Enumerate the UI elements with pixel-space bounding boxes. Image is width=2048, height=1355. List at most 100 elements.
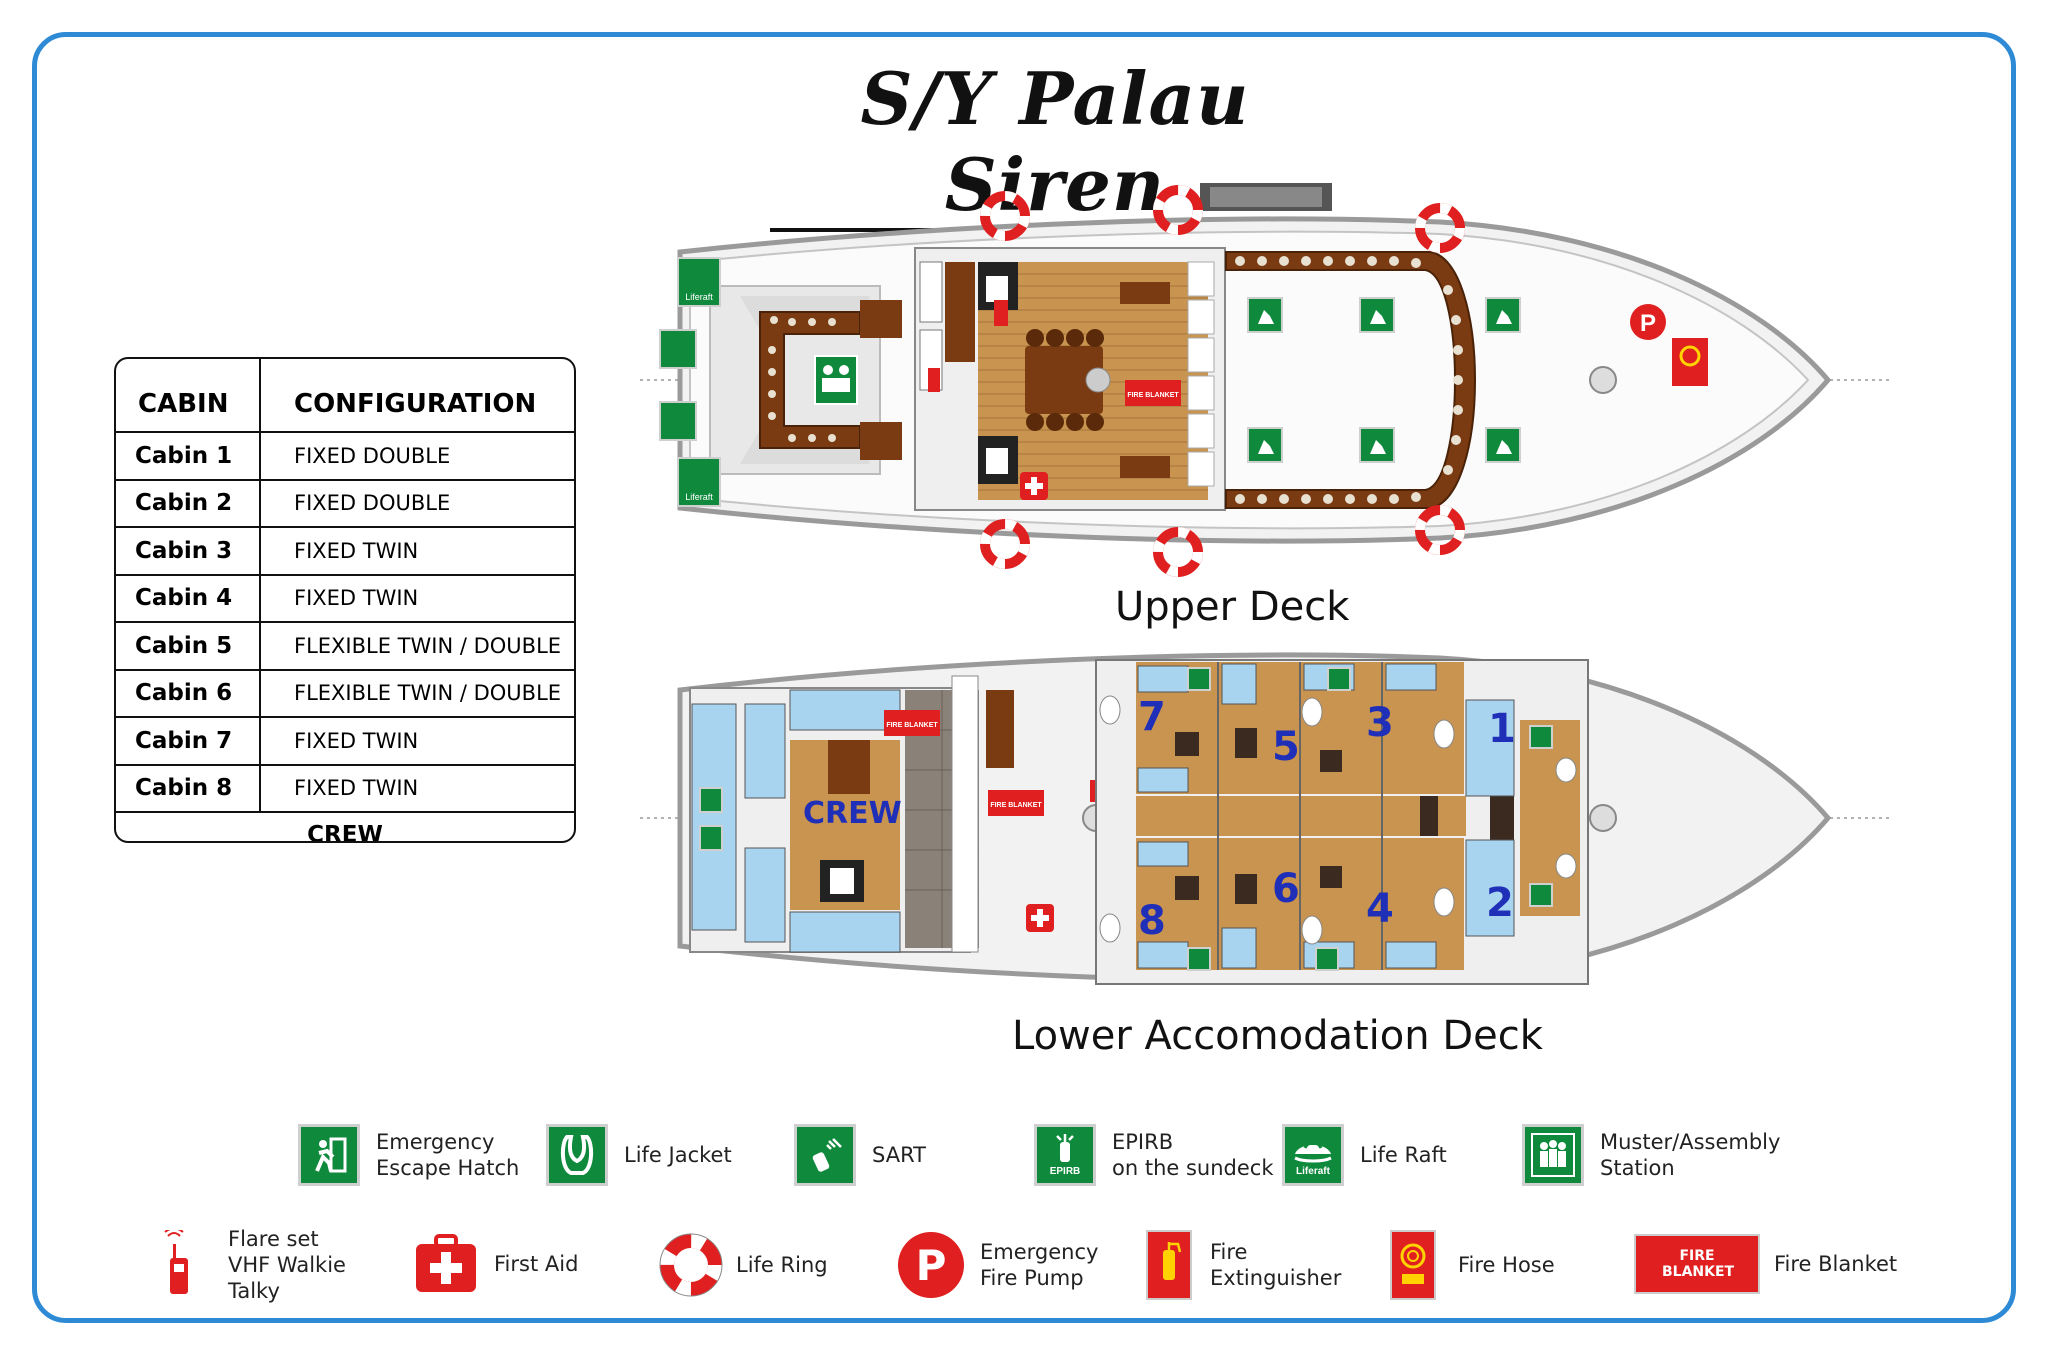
- cabin-name: Cabin 4: [116, 575, 261, 621]
- cabin-number-1: 1: [1488, 706, 1516, 752]
- table-row: Cabin 4 FIXED TWIN: [116, 575, 574, 623]
- cabin-name: Cabin 1: [116, 433, 261, 479]
- cabin-number-8: 8: [1138, 898, 1166, 944]
- fire-extinguisher-icon: [1146, 1230, 1192, 1300]
- legend-label: Life Raft: [1360, 1143, 1447, 1167]
- cabin-config: FIXED DOUBLE: [294, 443, 451, 468]
- life-jacket-signs-lower: [699, 667, 1553, 971]
- legend-flare-set: Flare set VHF Walkie Talky: [162, 1226, 346, 1304]
- legend-life-jacket: Life Jacket: [546, 1124, 732, 1186]
- page-frame: [32, 32, 2016, 1323]
- fire-hose-icon: [1390, 1230, 1436, 1300]
- cabin-name: Cabin 3: [116, 528, 261, 574]
- legend-first-aid: First Aid: [414, 1234, 578, 1294]
- cabin-name: Cabin 6: [116, 670, 261, 716]
- cabin-number-5: 5: [1272, 724, 1300, 770]
- legend-epirb: EPIRB EPIRB on the sundeck: [1034, 1124, 1274, 1186]
- cabin-config: FIXED TWIN: [294, 776, 419, 801]
- table-row: Cabin 7 FIXED TWIN: [116, 718, 574, 766]
- cabin-number-7: 7: [1138, 694, 1166, 740]
- legend-fire-blanket: FIRE BLANKET Fire Blanket: [1634, 1234, 1897, 1294]
- crew-area-label: CREW: [803, 796, 902, 831]
- fire-blanket-sign-lower-mid: [988, 790, 1044, 816]
- table-row: Cabin 5 FLEXIBLE TWIN / DOUBLE: [116, 623, 574, 671]
- sart-icon: [794, 1124, 856, 1186]
- svg-text:FIRE BLANKET: FIRE BLANKET: [886, 722, 938, 729]
- flare-set-radio-icon: [162, 1227, 206, 1300]
- header-cabin: CABIN: [116, 359, 261, 431]
- upper-deck-label: Upper Deck: [1115, 584, 1350, 630]
- liferaft-sign-upper-bottom: [677, 457, 721, 507]
- legend-label: First Aid: [494, 1252, 579, 1276]
- table-row: Cabin 1 FIXED DOUBLE: [116, 433, 574, 481]
- svg-text:Liferaft: Liferaft: [685, 292, 713, 302]
- life-rings-upper: [980, 185, 1465, 577]
- cabin-config: FIXED DOUBLE: [294, 491, 451, 516]
- liferaft-sign-upper-top: [677, 257, 721, 307]
- cabin-config: FIXED TWIN: [294, 538, 419, 563]
- legend-label: Fire Extinguisher: [1210, 1240, 1342, 1290]
- table-row: Cabin 3 FIXED TWIN: [116, 528, 574, 576]
- legend-muster-station: Muster/Assembly Station: [1522, 1124, 1780, 1186]
- legend-life-raft: Liferaft Life Raft: [1282, 1124, 1447, 1186]
- cabin-number-3: 3: [1366, 700, 1394, 746]
- cabin-config: FLEXIBLE TWIN / DOUBLE: [294, 633, 562, 658]
- epirb-sign-text: EPIRB: [1049, 1166, 1081, 1177]
- legend-label: Emergency Fire Pump: [980, 1240, 1099, 1290]
- legend-label: Emergency Escape Hatch: [376, 1130, 520, 1180]
- cabin-number-4: 4: [1366, 886, 1394, 932]
- legend-emergency-fire-pump: P Emergency Fire Pump: [898, 1232, 1098, 1298]
- cabin-configuration-table: CABIN CONFIGURATION Cabin 1 FIXED DOUBLE…: [114, 357, 576, 843]
- legend-label: Life Jacket: [624, 1143, 732, 1167]
- legend-label: Fire Blanket: [1774, 1252, 1898, 1276]
- foredeck-bench-cushions: [1235, 256, 1463, 504]
- table-row: Cabin 8 FIXED TWIN: [116, 765, 574, 813]
- legend-sart: SART: [794, 1124, 926, 1186]
- aft-sofa-cushions: [768, 316, 836, 442]
- legend-life-ring: Life Ring: [658, 1232, 828, 1298]
- legend-label: Fire Hose: [1458, 1253, 1555, 1277]
- fire-blanket-icon: FIRE BLANKET: [1634, 1234, 1760, 1294]
- table-header: CABIN CONFIGURATION: [116, 359, 574, 433]
- fire-pump-sign-text: P: [915, 1240, 947, 1290]
- cabin-name: Cabin 2: [116, 480, 261, 526]
- lower-deck-label: Lower Accomodation Deck: [1012, 1013, 1543, 1059]
- life-jacket-icon: [546, 1124, 608, 1186]
- fire-blanket-sign-lower-crew: [884, 710, 940, 736]
- cabin-name: Cabin 5: [116, 623, 261, 669]
- fire-pump-icon: P: [898, 1232, 964, 1298]
- legend-label: Flare set VHF Walkie Talky: [228, 1227, 346, 1303]
- fire-blanket-sign-upper: [1125, 380, 1181, 406]
- fire-blanket-sign-text: FIRE BLANKET: [1662, 1248, 1735, 1280]
- cabin-name: Cabin 8: [116, 765, 261, 811]
- svg-text:P: P: [1640, 310, 1656, 337]
- table-footer-crew: CREW: [307, 822, 383, 843]
- fire-pump-sign-upper: [1630, 304, 1666, 340]
- header-configuration: CONFIGURATION: [294, 389, 537, 419]
- cabin-config: FIXED TWIN: [294, 586, 419, 611]
- cabin-name: Cabin 7: [116, 718, 261, 764]
- cabin-config: FIXED TWIN: [294, 728, 419, 753]
- fire-blanket-sign-upper-text: FIRE BLANKET: [1127, 392, 1179, 399]
- legend-label: Muster/Assembly Station: [1600, 1130, 1781, 1180]
- table-row: Cabin 6 FLEXIBLE TWIN / DOUBLE: [116, 670, 574, 718]
- svg-text:FIRE BLANKET: FIRE BLANKET: [990, 802, 1042, 809]
- cabin-number-2: 2: [1486, 880, 1514, 926]
- muster-station-icon: [1522, 1124, 1584, 1186]
- liferaft-sign-text: Liferaft: [1296, 1166, 1330, 1177]
- sart-sign-upper-bottom: [659, 401, 697, 441]
- emergency-escape-hatch-icon: [298, 1124, 360, 1186]
- table-row: Cabin 2 FIXED DOUBLE: [116, 480, 574, 528]
- first-aid-icon: [414, 1234, 478, 1294]
- cabin-config: FLEXIBLE TWIN / DOUBLE: [294, 681, 562, 706]
- legend-label: EPIRB on the sundeck: [1112, 1130, 1274, 1180]
- cabin-number-6: 6: [1272, 866, 1300, 912]
- life-ring-icon: [658, 1232, 724, 1298]
- legend-label: SART: [872, 1143, 926, 1167]
- legend-label: Life Ring: [736, 1253, 828, 1277]
- legend-fire-hose: Fire Hose: [1390, 1230, 1555, 1300]
- svg-text:Liferaft: Liferaft: [685, 492, 713, 502]
- legend-fire-extinguisher: Fire Extinguisher: [1146, 1230, 1341, 1300]
